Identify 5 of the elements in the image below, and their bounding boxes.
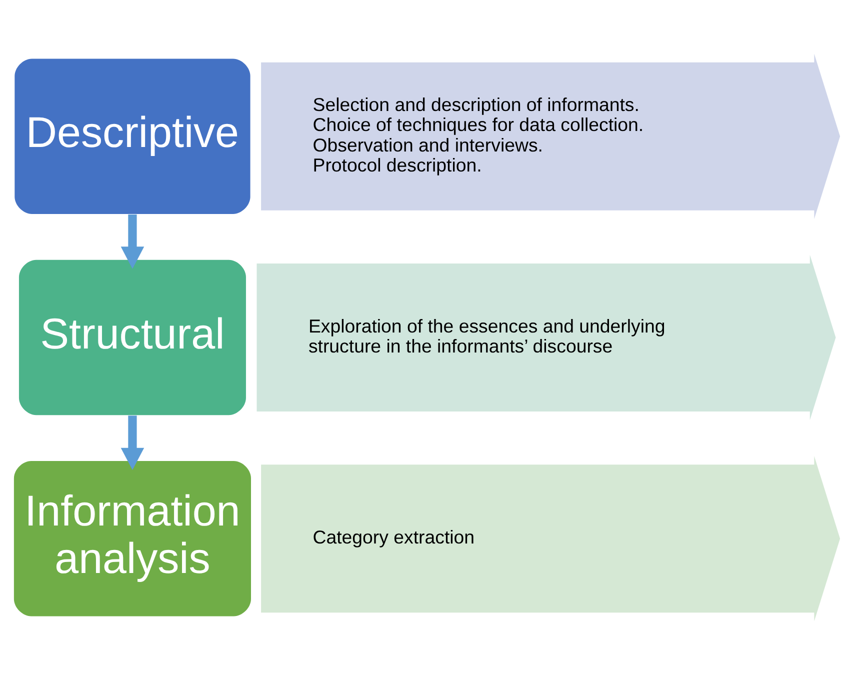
- node-box: Information analysis: [14, 461, 251, 616]
- arrow: [120, 416, 144, 470]
- arrow: [120, 214, 144, 269]
- node-box: Structural: [18, 260, 246, 416]
- node-box: Descriptive: [14, 58, 250, 214]
